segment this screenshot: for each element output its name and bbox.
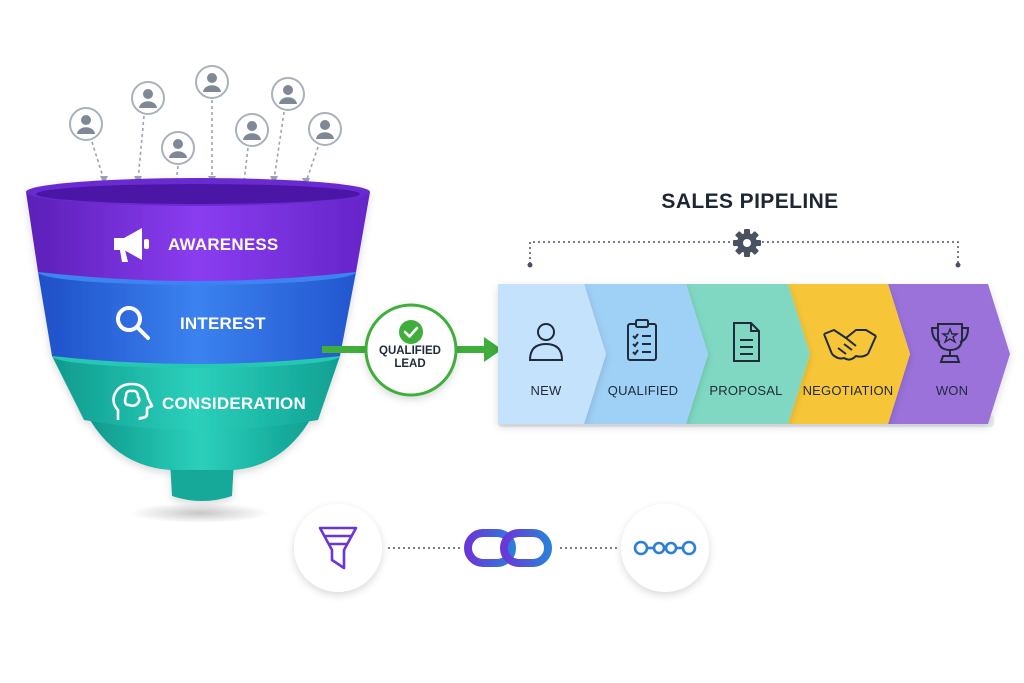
- pipeline-label-proposal: PROPOSAL: [709, 383, 783, 398]
- brain-head-icon: [112, 382, 154, 420]
- qualified-lead-label: QUALIFIED LEAD: [379, 345, 441, 370]
- gear-icon: [733, 229, 761, 257]
- funnel-spout: [170, 460, 234, 501]
- trophy-icon: [930, 323, 970, 363]
- checkmark-icon: [399, 320, 423, 344]
- magnifier-icon: [116, 306, 150, 340]
- funnel-shadow: [130, 503, 270, 523]
- pipeline-nodes-icon: [633, 540, 697, 556]
- funnel-band-interest: [38, 272, 356, 364]
- pipeline-label-won: WON: [935, 383, 969, 398]
- pipeline-track: [498, 284, 1010, 427]
- funnel-icon: [318, 526, 358, 570]
- pipeline-label-new: NEW: [530, 383, 562, 398]
- person-icon: [308, 112, 342, 146]
- person-icon: [69, 107, 103, 141]
- funnel: [26, 178, 370, 501]
- person-icon: [271, 77, 305, 111]
- pipeline-title: SALES PIPELINE: [661, 190, 839, 213]
- pipeline-label-negotiation: NEGOTIATION: [802, 383, 894, 398]
- clipboard-checklist-icon: [627, 319, 657, 361]
- document-icon: [733, 322, 760, 362]
- funnel-cone: [90, 420, 310, 470]
- person-icon: [235, 113, 269, 147]
- stage-label-awareness: AWARENESS: [168, 235, 279, 254]
- pipeline-stage-negotiation: [788, 284, 910, 424]
- qualified-lead-badge: [364, 303, 458, 397]
- stage-label-interest: INTEREST: [180, 314, 266, 333]
- stage-label-consideration: CONSIDERATION: [162, 394, 306, 413]
- person-icon: [161, 131, 195, 165]
- pipeline-stage-new: [498, 284, 606, 424]
- people-group: [69, 65, 342, 186]
- pipeline-stage-qualified: [584, 284, 708, 424]
- pipeline-label-qualified: QUALIFIED: [607, 383, 679, 398]
- person-icon: [131, 81, 165, 115]
- funnel-band-consideration: [52, 356, 340, 430]
- person-icon: [195, 65, 229, 99]
- handshake-icon: [823, 329, 877, 361]
- pipeline-bracket: [529, 241, 959, 264]
- chain-link-icon: [464, 529, 552, 567]
- megaphone-icon: [114, 228, 149, 262]
- person-icon: [528, 323, 564, 361]
- funnel-band-awareness: [26, 192, 370, 281]
- bottom-icon-row: [294, 504, 709, 592]
- lead-connector: [322, 337, 502, 362]
